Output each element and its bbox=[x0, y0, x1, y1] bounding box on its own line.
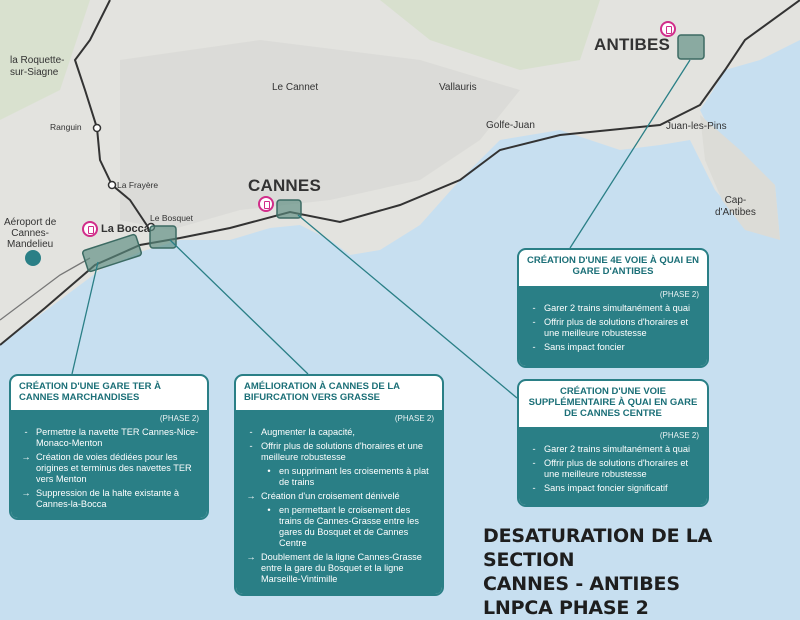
card-grasse-item: Offrir plus de solutions d'horaires et u… bbox=[261, 441, 423, 462]
connector-bocca bbox=[71, 261, 99, 375]
card-antibes-item: Sans impact foncier bbox=[544, 342, 625, 352]
card-marchandises-title: CRÉATION D'UNE GARE TER À CANNES MARCHAN… bbox=[19, 381, 161, 403]
card-grasse-item: Doublement de la ligne Cannes-Grasse ent… bbox=[261, 552, 422, 584]
label-cannet: Le Cannet bbox=[272, 82, 319, 93]
headline-line: LNPCA PHASE 2 bbox=[483, 597, 649, 619]
headline-line: CANNES - ANTIBES bbox=[483, 573, 680, 595]
card-antibes-item: Garer 2 trains simultanément à quai bbox=[544, 303, 691, 313]
connector-grasse bbox=[169, 239, 309, 375]
antibes-project-box bbox=[677, 34, 705, 60]
connector-antibes bbox=[569, 59, 691, 249]
card-cannes-centre-title: CRÉATION D'UNE VOIE SUPPLÉMENTAIRE À QUA… bbox=[528, 386, 698, 419]
card-antibes: CRÉATION D'UNE 4E VOIE À QUAI EN GARE D'… bbox=[517, 248, 709, 368]
label-cap-antibes: Cap- d'Antibes bbox=[715, 195, 756, 218]
label-golfe-juan: Golfe-Juan bbox=[486, 120, 535, 131]
card-marchandises: CRÉATION D'UNE GARE TER À CANNES MARCHAN… bbox=[9, 374, 209, 520]
arrow-right-icon: → bbox=[21, 452, 31, 462]
connector-cannes-centre bbox=[297, 214, 518, 399]
green-area-2 bbox=[0, 0, 90, 120]
arrow-right-icon: → bbox=[246, 552, 256, 562]
card-cannes-centre-body: (PHASE 2) -Garer 2 trains simultanément … bbox=[519, 427, 707, 505]
la-frayere-node bbox=[107, 180, 117, 190]
card-cannes-centre-item: Offrir plus de solutions d'horaires et u… bbox=[544, 458, 689, 479]
card-marchandises-item: Suppression de la halte existante à Cann… bbox=[36, 488, 180, 509]
label-la-bocca: La Bocca bbox=[101, 223, 150, 235]
green-area bbox=[380, 0, 600, 70]
card-antibes-item: Offrir plus de solutions d'horaires et u… bbox=[544, 317, 689, 338]
card-antibes-phase: (PHASE 2) bbox=[659, 290, 699, 299]
label-la-frayere: La Frayère bbox=[117, 180, 159, 190]
card-cannes-centre-item: Sans impact foncier significatif bbox=[544, 483, 668, 493]
bifurcation-project-box bbox=[149, 225, 177, 249]
arrow-right-icon: → bbox=[246, 491, 256, 501]
headline: DESATURATION DE LA SECTION CANNES - ANTI… bbox=[483, 524, 800, 620]
urban-texture bbox=[120, 40, 520, 230]
label-vallauris: Vallauris bbox=[439, 82, 477, 93]
card-marchandises-phase: (PHASE 2) bbox=[159, 414, 199, 423]
card-antibes-title: CRÉATION D'UNE 4E VOIE À QUAI EN GARE D'… bbox=[526, 255, 700, 277]
ranguin-node bbox=[92, 123, 102, 133]
label-ranguin: Ranguin bbox=[50, 122, 82, 132]
card-grasse-item: Augmenter la capacité, bbox=[261, 427, 355, 437]
card-grasse: AMÉLIORATION À CANNES DE LA BIFURCATION … bbox=[234, 374, 444, 596]
card-grasse-phase: (PHASE 2) bbox=[394, 414, 434, 423]
station-cannes-label: CANNES bbox=[248, 176, 321, 195]
train-station-la-bocca-icon bbox=[82, 221, 98, 237]
headline-line: DESATURATION DE LA SECTION bbox=[483, 525, 713, 571]
train-station-antibes-icon bbox=[660, 21, 676, 37]
card-cannes-centre: CRÉATION D'UNE VOIE SUPPLÉMENTAIRE À QUA… bbox=[517, 379, 709, 507]
card-cannes-centre-item: Garer 2 trains simultanément à quai bbox=[544, 444, 691, 454]
card-marchandises-body: (PHASE 2) -Permettre la navette TER Cann… bbox=[11, 410, 207, 518]
rail-line-mandelieu bbox=[0, 257, 91, 321]
label-roquette: la Roquette- sur-Siagne bbox=[10, 55, 65, 78]
arrow-right-icon: → bbox=[21, 488, 31, 498]
airport-icon bbox=[25, 250, 41, 266]
label-le-bosquet: Le Bosquet bbox=[150, 213, 194, 223]
card-grasse-title: AMÉLIORATION À CANNES DE LA BIFURCATION … bbox=[244, 381, 400, 403]
station-antibes-label: ANTIBES bbox=[594, 35, 671, 54]
train-station-cannes-icon bbox=[258, 196, 274, 212]
card-cannes-centre-phase: (PHASE 2) bbox=[659, 431, 699, 440]
card-grasse-item: en supprimant les croisements à plat de … bbox=[279, 466, 429, 487]
label-aeroport: Aéroport de Cannes- Mandelieu bbox=[4, 217, 57, 250]
card-grasse-item: Création d'un croisement dénivelé bbox=[261, 491, 400, 501]
card-marchandises-item: Permettre la navette TER Cannes-Nice-Mon… bbox=[36, 427, 199, 448]
label-juan-les-pins: Juan-les-Pins bbox=[666, 121, 727, 132]
card-antibes-body: (PHASE 2) -Garer 2 trains simultanément … bbox=[519, 286, 707, 366]
card-grasse-item: en permettant le croisement des trains d… bbox=[279, 505, 419, 548]
cap-antibes-land bbox=[700, 115, 780, 240]
card-marchandises-item: Création de voies dédiées pour les origi… bbox=[36, 452, 192, 484]
card-grasse-body: (PHASE 2) -Augmenter la capacité, -Offri… bbox=[236, 410, 442, 594]
cannes-project-box bbox=[276, 199, 302, 219]
